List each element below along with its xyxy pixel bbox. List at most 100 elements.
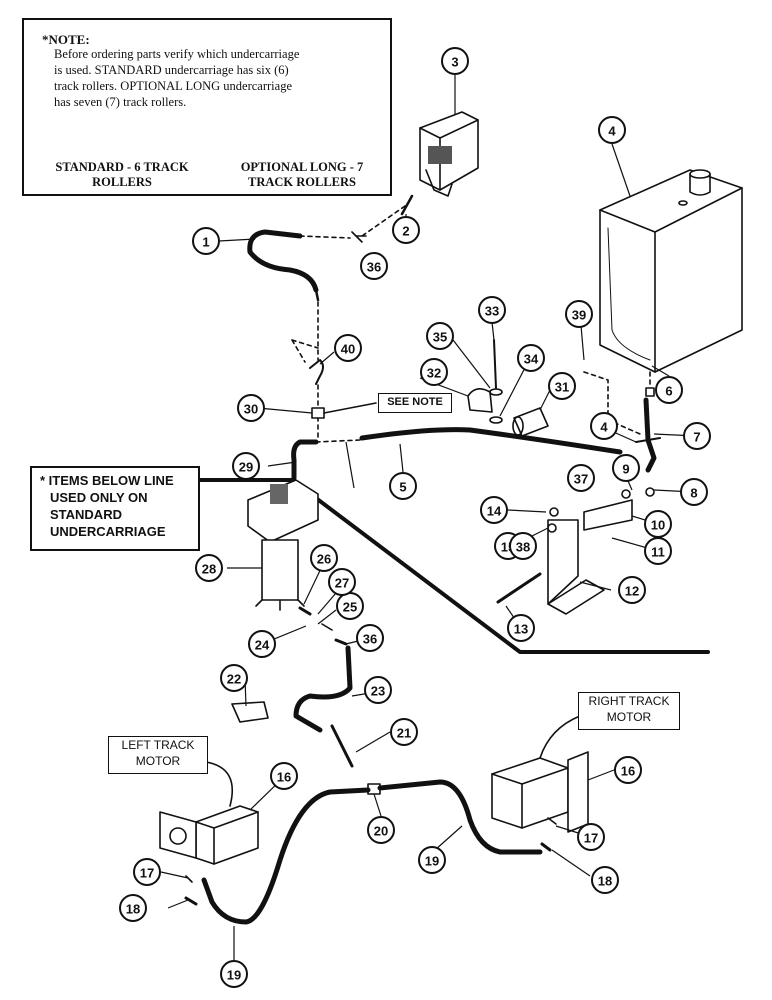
callout-30: 30 bbox=[237, 394, 265, 422]
standard-caption: STANDARD - 6 TRACK ROLLERS bbox=[42, 160, 202, 190]
callout-number: 16 bbox=[621, 764, 635, 779]
callout-circle bbox=[389, 472, 417, 500]
callout-24: 24 bbox=[248, 630, 276, 658]
callout-circle bbox=[644, 537, 672, 565]
callout-26: 26 bbox=[310, 544, 338, 572]
callout-circle bbox=[655, 376, 683, 404]
callout-circle bbox=[232, 452, 260, 480]
callout-number: 19 bbox=[227, 968, 241, 983]
callout-number: 1 bbox=[202, 235, 209, 250]
callout-7: 7 bbox=[683, 422, 711, 450]
callout-circle bbox=[220, 664, 248, 692]
callout-circle bbox=[591, 866, 619, 894]
callout-circle bbox=[618, 576, 646, 604]
callout-number: 21 bbox=[397, 726, 411, 741]
callout-10: 10 bbox=[644, 510, 672, 538]
callout-19: 19 bbox=[220, 960, 248, 988]
callout-number: 39 bbox=[572, 308, 586, 323]
callout-number: 16 bbox=[277, 770, 291, 785]
callout-33: 33 bbox=[478, 296, 506, 324]
callout-number: 12 bbox=[625, 584, 639, 599]
callout-36: 36 bbox=[360, 252, 388, 280]
items-note-line: STANDARD bbox=[50, 507, 122, 522]
callout-number: 37 bbox=[574, 472, 588, 487]
callout-number: 36 bbox=[367, 260, 381, 275]
callout-40: 40 bbox=[334, 334, 362, 362]
callout-circle bbox=[612, 454, 640, 482]
undercarriage-note: *NOTE: Before ordering parts verify whic… bbox=[22, 18, 392, 196]
optional-caption-line: OPTIONAL LONG - 7 bbox=[240, 160, 364, 174]
callout-number: 18 bbox=[598, 874, 612, 889]
callout-36: 36 bbox=[356, 624, 384, 652]
callout-number: 34 bbox=[524, 352, 539, 367]
left-motor-label-line: MOTOR bbox=[135, 754, 181, 768]
callout-35: 35 bbox=[426, 322, 454, 350]
callout-4: 4 bbox=[598, 116, 626, 144]
callout-1: 1 bbox=[192, 227, 220, 255]
callout-20: 20 bbox=[367, 816, 395, 844]
callout-number: 7 bbox=[693, 430, 700, 445]
callout-number: 10 bbox=[651, 518, 665, 533]
callout-number: 17 bbox=[140, 866, 154, 881]
callout-16: 16 bbox=[270, 762, 298, 790]
callout-number: 4 bbox=[600, 420, 608, 435]
left-track-motor bbox=[159, 761, 259, 865]
standard-caption-line: STANDARD - 6 TRACK bbox=[55, 160, 189, 174]
callout-34: 34 bbox=[517, 344, 545, 372]
callout-circle bbox=[356, 624, 384, 652]
callout-number: 29 bbox=[239, 460, 253, 475]
note-line: Before ordering parts verify which under… bbox=[54, 47, 300, 61]
callout-circle bbox=[360, 252, 388, 280]
callout-circle bbox=[390, 718, 418, 746]
callout-circle bbox=[683, 422, 711, 450]
see-note-label: SEE NOTE bbox=[378, 393, 452, 413]
callout-number: 6 bbox=[665, 384, 672, 399]
note-line: has seven (7) track rollers. bbox=[54, 95, 187, 109]
callout-25: 25 bbox=[336, 592, 364, 620]
callout-circle bbox=[577, 823, 605, 851]
callout-circle bbox=[119, 894, 147, 922]
callout-3: 3 bbox=[441, 47, 469, 75]
callout-31: 31 bbox=[548, 372, 576, 400]
callout-32: 32 bbox=[420, 358, 448, 386]
callout-number: 13 bbox=[514, 622, 528, 637]
callout-12: 12 bbox=[618, 576, 646, 604]
callout-number: 27 bbox=[335, 576, 349, 591]
callout-27: 27 bbox=[328, 568, 356, 596]
callout-circle bbox=[441, 47, 469, 75]
callout-number: 8 bbox=[690, 486, 697, 501]
callout-circle bbox=[364, 676, 392, 704]
callout-number: 30 bbox=[244, 402, 258, 417]
callout-18: 18 bbox=[119, 894, 147, 922]
callout-29: 29 bbox=[232, 452, 260, 480]
callout-38: 38 bbox=[509, 532, 537, 560]
callout-19: 19 bbox=[418, 846, 446, 874]
note-body: Before ordering parts verify which under… bbox=[54, 46, 389, 110]
callout-28: 28 bbox=[195, 554, 223, 582]
callout-number: 26 bbox=[317, 552, 331, 567]
callout-number: 28 bbox=[202, 562, 216, 577]
right-motor-label: RIGHT TRACK MOTOR bbox=[578, 692, 680, 730]
hydraulic-tank bbox=[599, 169, 743, 373]
callout-circle bbox=[507, 614, 535, 642]
callout-circle bbox=[418, 846, 446, 874]
callout-number: 31 bbox=[555, 380, 569, 395]
callout-circle bbox=[248, 630, 276, 658]
callout-number: 24 bbox=[255, 638, 270, 653]
callout-circle bbox=[426, 322, 454, 350]
callout-circle bbox=[590, 412, 618, 440]
callout-17: 17 bbox=[133, 858, 161, 886]
callout-14: 14 bbox=[480, 496, 508, 524]
callout-23: 23 bbox=[364, 676, 392, 704]
note-line: is used. STANDARD undercarriage has six … bbox=[54, 63, 289, 77]
callout-5: 5 bbox=[389, 472, 417, 500]
callout-circle bbox=[367, 816, 395, 844]
callout-circle bbox=[133, 858, 161, 886]
callout-number: 36 bbox=[363, 632, 377, 647]
note-line: track rollers. OPTIONAL LONG undercarria… bbox=[54, 79, 292, 93]
pump-valve bbox=[419, 111, 479, 197]
callout-circle bbox=[195, 554, 223, 582]
callout-circle bbox=[565, 300, 593, 328]
callout-number: 19 bbox=[425, 854, 439, 869]
